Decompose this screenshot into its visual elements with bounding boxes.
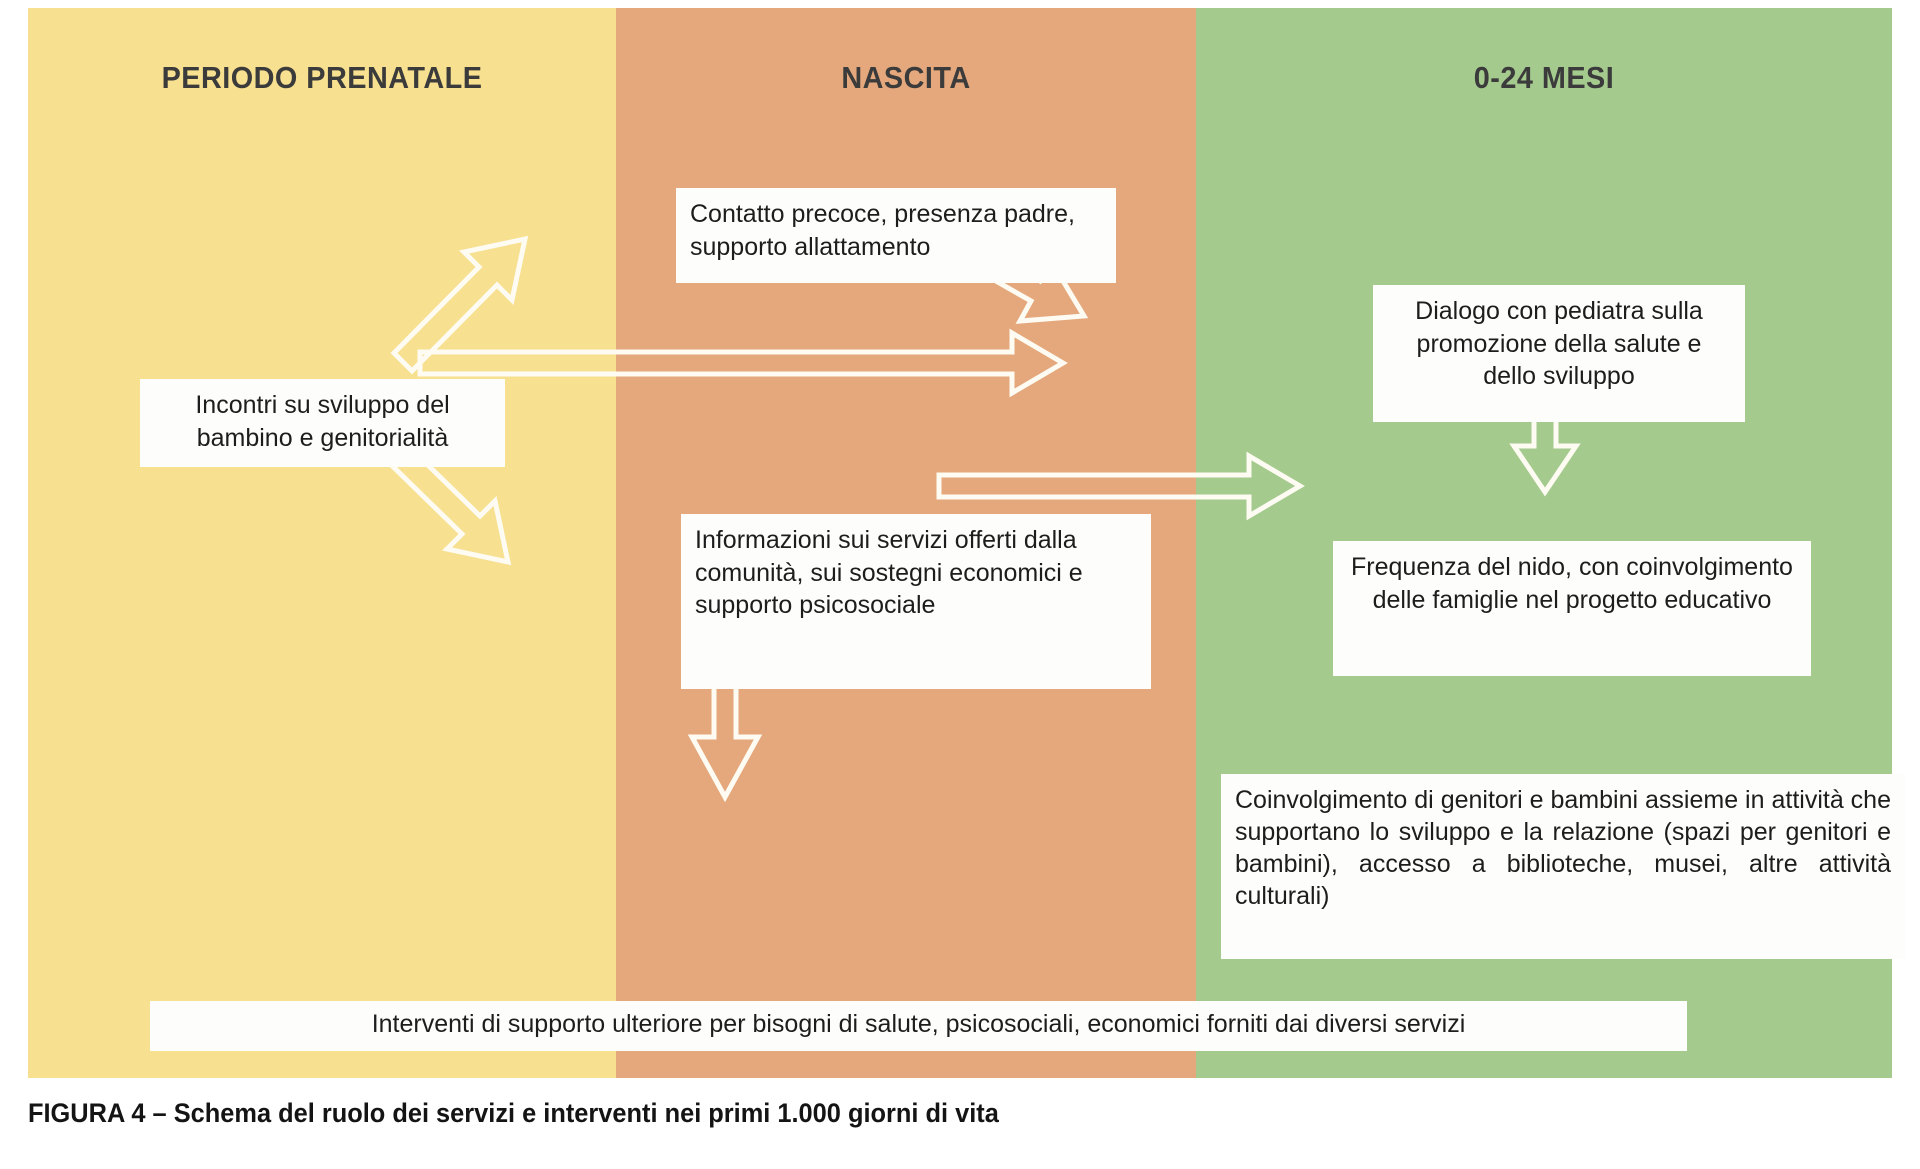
box-coinvolgimento-genitori: Coinvolgimento di genitori e bambini ass… bbox=[1221, 774, 1905, 959]
column-periodo-prenatale: PERIODO PRENATALE bbox=[28, 8, 616, 1078]
column-title-nascita: NASCITA bbox=[841, 60, 971, 95]
arrow-incontri-to-dialogo bbox=[417, 328, 1068, 398]
arrow-incontri-to-contatto bbox=[390, 235, 529, 375]
box-contatto-precoce: Contatto precoce, presenza padre, suppor… bbox=[676, 188, 1116, 283]
arrow-informazioni-to-frequenza bbox=[936, 451, 1305, 521]
box-dialogo-pediatra: Dialogo con pediatra sulla promozione de… bbox=[1373, 285, 1745, 422]
diagram-canvas: PERIODO PRENATALE NASCITA 0-24 MESI bbox=[28, 8, 1905, 1078]
box-informazioni-servizi: Informazioni sui servizi offerti dalla c… bbox=[681, 514, 1151, 689]
figure-caption: FIGURA 4 – Schema del ruolo dei servizi … bbox=[28, 1098, 999, 1128]
arrow-dialogo-to-frequenza bbox=[1509, 412, 1581, 497]
box-interventi-supporto: Interventi di supporto ulteriore per bis… bbox=[150, 1001, 1687, 1051]
column-title-mesi: 0-24 MESI bbox=[1473, 60, 1615, 95]
box-incontri-sviluppo: Incontri su sviluppo del bambino e genit… bbox=[140, 379, 505, 467]
column-title-prenatale: PERIODO PRENATALE bbox=[161, 60, 483, 95]
box-frequenza-nido: Frequenza del nido, con coinvolgimento d… bbox=[1333, 541, 1811, 676]
